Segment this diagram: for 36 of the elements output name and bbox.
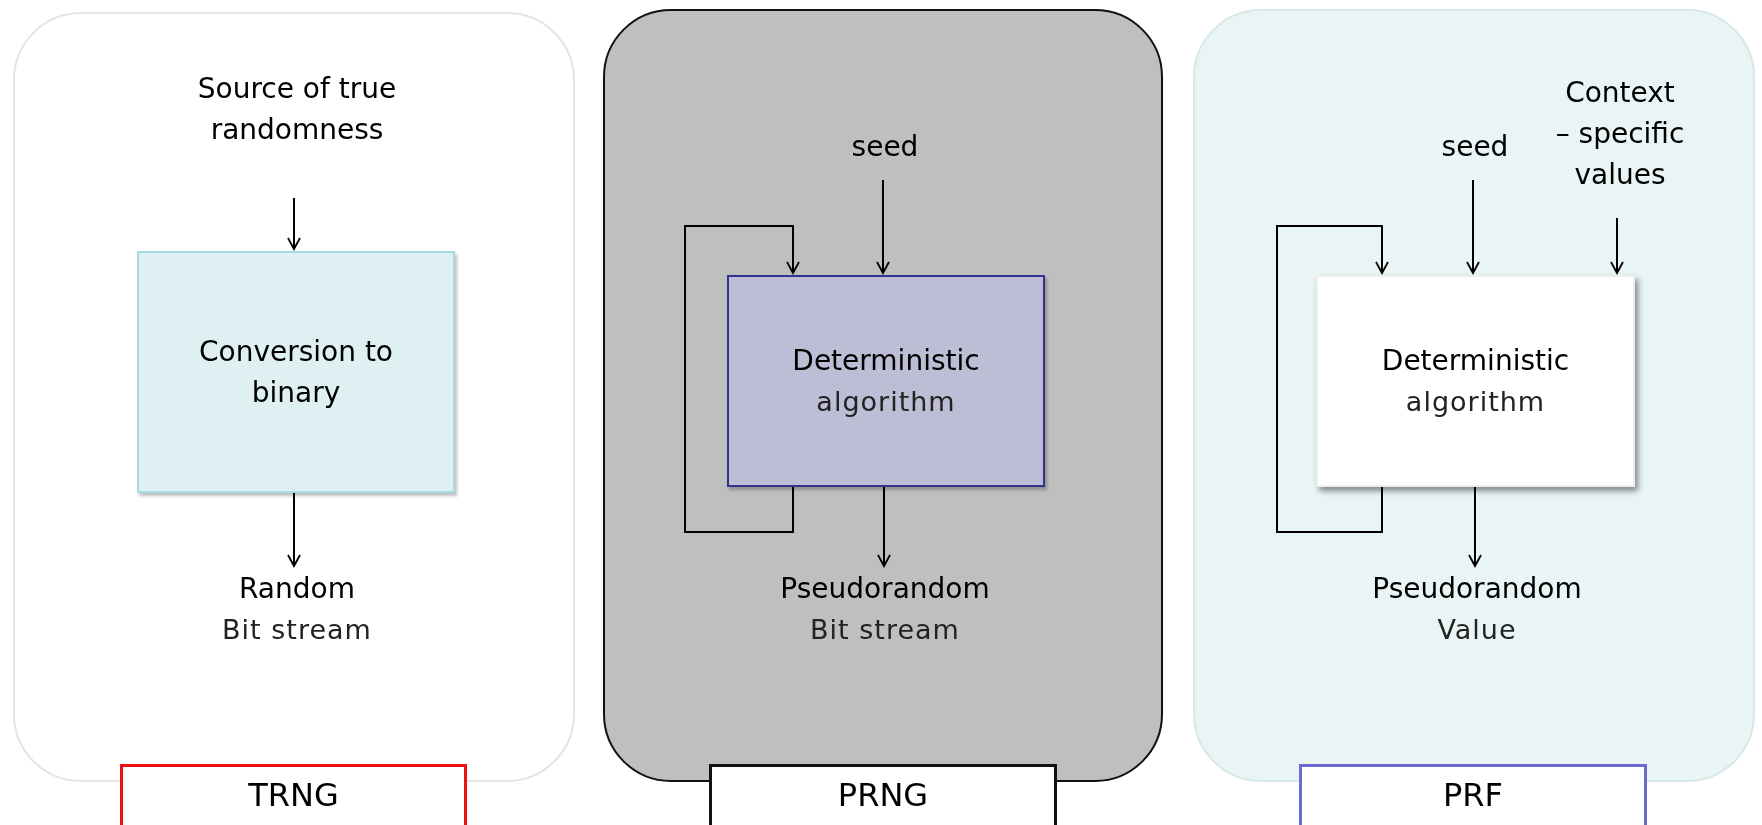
process-box: [137, 251, 455, 493]
node-title: Pseudorandom: [1372, 571, 1582, 607]
arrow: [1468, 484, 1482, 567]
node-title: Deterministic: [792, 343, 980, 379]
arrow: [876, 179, 890, 274]
node-title: Source of true randomness: [196, 71, 398, 148]
node-subtitle: Bit stream: [222, 613, 372, 647]
arrow: [287, 490, 301, 567]
arrow: [1276, 225, 1389, 533]
panel-title: PRNG: [837, 775, 929, 816]
node-subtitle: algorithm: [1405, 385, 1546, 419]
label-box: [1299, 764, 1647, 825]
node-title: Deterministic: [1381, 343, 1570, 379]
node-title: Context – specific values: [1555, 75, 1685, 193]
panel-title: PRF: [1443, 775, 1503, 816]
arrow: [1610, 217, 1624, 274]
arrow: [287, 197, 301, 250]
node-title: Random: [239, 571, 355, 607]
label-box: [120, 764, 467, 825]
arrow: [1466, 179, 1480, 274]
node-subtitle: algorithm: [816, 385, 956, 419]
label-box: [709, 764, 1057, 825]
node-subtitle: Value: [1437, 613, 1517, 647]
panel-background: [13, 12, 575, 782]
node-title: seed: [851, 129, 919, 165]
panel-background: [1193, 9, 1755, 782]
panel-background: [603, 9, 1163, 782]
panel-title: TRNG: [248, 775, 339, 816]
node-title: seed: [1441, 129, 1509, 165]
node-title: Conversion to binary: [198, 334, 394, 411]
node-subtitle: Bit stream: [810, 613, 960, 647]
node-title: Pseudorandom: [780, 571, 990, 607]
arrow: [877, 484, 891, 567]
process-box: [727, 275, 1045, 487]
process-box: [1316, 275, 1635, 487]
arrow: [684, 225, 800, 533]
